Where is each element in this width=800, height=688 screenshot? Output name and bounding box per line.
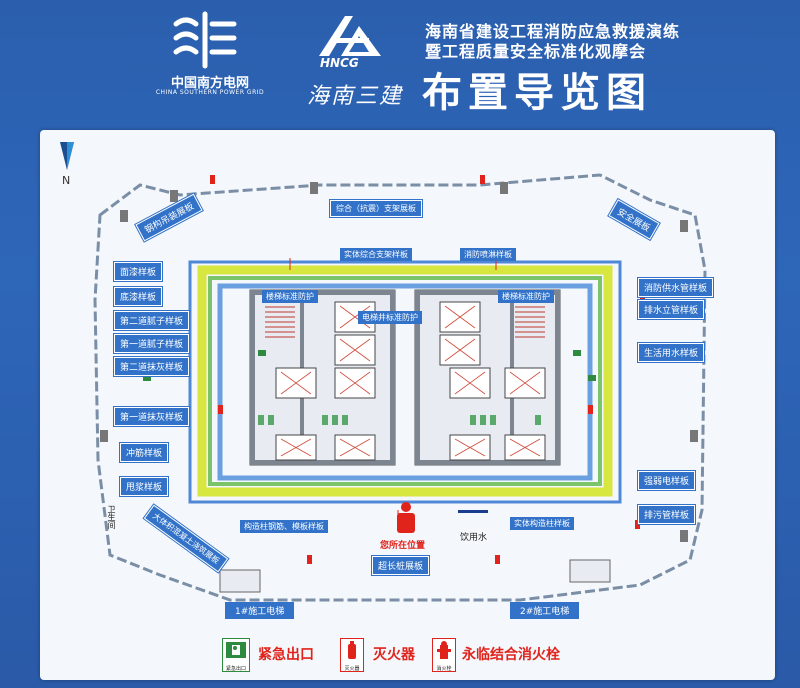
inner-label-top-right: 消防喷淋样板 — [460, 248, 516, 261]
bottom-inner-label-left: 构造柱钢筋、模板样板 — [240, 520, 328, 533]
csg-logo-icon — [173, 11, 237, 69]
you-are-here-icon — [397, 502, 415, 533]
bottom-long-label: 超长桩展板 — [372, 556, 430, 575]
legend-exit-icon: 紧急出口 — [222, 638, 250, 672]
bottom-inner-label-right: 实体构造柱样板 — [510, 517, 574, 530]
north-label: N — [62, 174, 71, 187]
legend-extinguisher-sub: 灭火器 — [344, 666, 360, 672]
shaft-label: 电梯井标准防护 — [358, 311, 422, 324]
right-label-2: 排水立管样板 — [638, 300, 705, 319]
csg-name: 中国南方电网 — [170, 76, 249, 91]
legend-hydrant-sub: 消火栓 — [436, 666, 452, 672]
floor-plan — [93, 173, 707, 602]
legend-extinguisher-label: 灭火器 — [373, 647, 415, 663]
csg-logo: 中国南方电网 CHINA SOUTHERN POWER GRID — [150, 10, 270, 105]
page-title: 布置导览图 — [422, 70, 652, 116]
hncg-logo-icon — [319, 16, 381, 56]
left-label-4: 第一道腻子样板 — [114, 334, 190, 353]
title-line2: 暨工程质量安全标准化观摩会 — [425, 42, 647, 61]
you-are-here-label: 您所在位置 — [380, 541, 426, 551]
left-label-5: 第二道抹灰样板 — [114, 357, 190, 376]
right-label-1: 消防供水管样板 — [638, 278, 714, 297]
elevator-2-label: 2#施工电梯 — [510, 602, 580, 619]
elevator-1-label: 1#施工电梯 — [225, 602, 295, 619]
left-label-3: 第二道腻子样板 — [114, 311, 190, 330]
toilet-label: 卫生间 — [107, 505, 116, 529]
top-label: 综合（抗震）支架展板 — [330, 200, 422, 217]
right-label-3: 生活用水样板 — [638, 343, 705, 362]
legend-exit-sub: 紧急出口 — [225, 666, 246, 672]
right-label-4: 强弱电样板 — [638, 471, 696, 490]
left-label-6: 第一道抹灰样板 — [114, 407, 190, 426]
legend-exit-label: 紧急出口 — [258, 647, 314, 663]
title-line1: 海南省建设工程消防应急救援演练 — [425, 22, 681, 41]
hncg-logo: HNCG 海南三建 — [300, 12, 410, 109]
hncg-cn-name: 海南三建 — [306, 84, 403, 109]
legend-extinguisher-icon: 灭火器 — [340, 638, 364, 672]
layout-board: N — [40, 130, 775, 680]
right-label-5: 排污管样板 — [638, 505, 696, 524]
left-label-8: 甩浆样板 — [120, 477, 169, 496]
drinking-water-label: 饮用水 — [460, 533, 488, 543]
hncg-en-name: HNCG — [320, 56, 359, 70]
csg-en-name: CHINA SOUTHERN POWER GRID — [155, 89, 265, 96]
inner-label-top-left: 实体综合支架样板 — [340, 248, 412, 261]
legend-hydrant-icon: 消火栓 — [432, 638, 456, 672]
stair-label-left: 楼梯标准防护 — [262, 290, 318, 303]
legend-hydrant-label: 永临结合消火栓 — [462, 647, 560, 663]
left-label-1: 面漆样板 — [114, 262, 163, 281]
stair-label-right: 楼梯标准防护 — [498, 290, 554, 303]
left-label-7: 冲筋样板 — [120, 443, 169, 462]
left-label-2: 底漆样板 — [114, 287, 163, 306]
north-arrow-icon — [60, 142, 74, 170]
